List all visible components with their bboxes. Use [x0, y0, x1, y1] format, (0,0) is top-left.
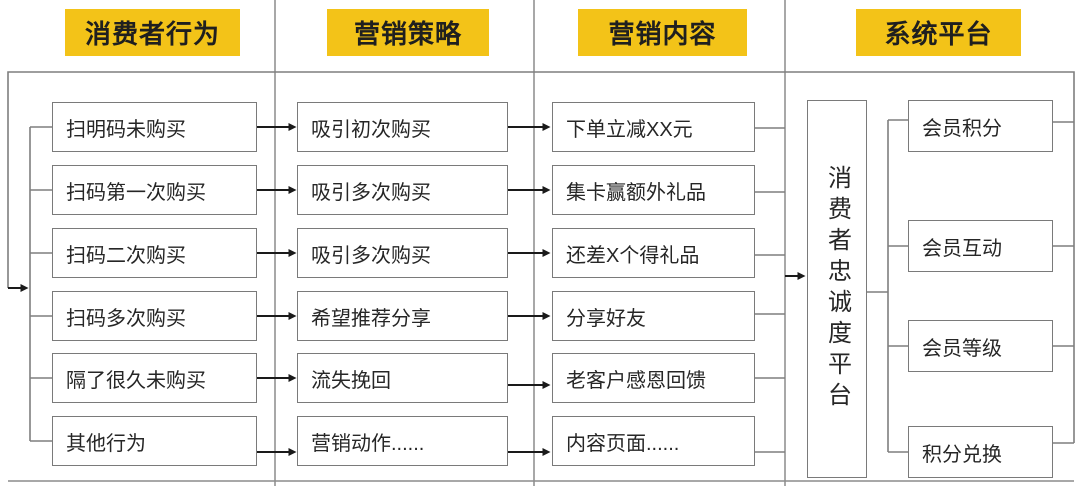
- content-box-share-with-friends: 分享好友: [552, 291, 755, 341]
- behavior-to-strategy-arrows: [257, 123, 297, 456]
- platform-bracket: [867, 119, 1074, 453]
- content-box-x-more-for-gift: 还差X个得礼品: [552, 228, 755, 278]
- content-box-instant-discount: 下单立减XX元: [552, 102, 755, 152]
- lane-header-marketing-content: 营销内容: [578, 9, 747, 56]
- content-box-loyal-customer-thanks: 老客户感恩回馈: [552, 353, 755, 403]
- strategy-box-other-actions: 营销动作......: [297, 416, 508, 466]
- lane-header-consumer-behavior: 消费者行为: [65, 9, 240, 56]
- behavior-box-scan-no-purchase: 扫明码未购买: [52, 102, 257, 152]
- lane-divider-lines: [8, 0, 1074, 486]
- platform-box-member-level: 会员等级: [908, 320, 1053, 372]
- platform-box-points-redemption: 积分兑换: [908, 426, 1053, 478]
- behavior-box-first-purchase: 扫码第一次购买: [52, 165, 257, 215]
- behavior-box-lapsed-customer: 隔了很久未购买: [52, 353, 257, 403]
- behavior-box-repeat-purchase: 扫码多次购买: [52, 291, 257, 341]
- strategy-box-attract-first-purchase: 吸引初次购买: [297, 102, 508, 152]
- content-box-content-pages: 内容页面......: [552, 416, 755, 466]
- strategy-box-referral-sharing: 希望推荐分享: [297, 291, 508, 341]
- behavior-box-second-purchase: 扫码二次购买: [52, 228, 257, 278]
- feedback-loop: [7, 71, 1075, 443]
- lane-header-marketing-strategy: 营销策略: [327, 9, 489, 56]
- content-box-collect-cards-gift: 集卡赢额外礼品: [552, 165, 755, 215]
- consumer-loyalty-platform-box: 消费者忠诚度平台: [807, 100, 867, 478]
- platform-box-member-interaction: 会员互动: [908, 220, 1053, 272]
- strategy-box-churn-winback: 流失挽回: [297, 353, 508, 403]
- platform-box-member-points: 会员积分: [908, 100, 1053, 152]
- strategy-to-content-arrows: [508, 123, 551, 456]
- lane-header-system-platform: 系统平台: [856, 9, 1021, 56]
- content-collector-stubs: [755, 127, 806, 453]
- behavior-box-other: 其他行为: [52, 416, 257, 466]
- behavior-bracket: [29, 126, 52, 442]
- strategy-box-attract-repeat-purchase-2: 吸引多次购买: [297, 228, 508, 278]
- consumer-loyalty-platform-label: 消费者忠诚度平台: [823, 165, 851, 413]
- strategy-box-attract-repeat-purchase: 吸引多次购买: [297, 165, 508, 215]
